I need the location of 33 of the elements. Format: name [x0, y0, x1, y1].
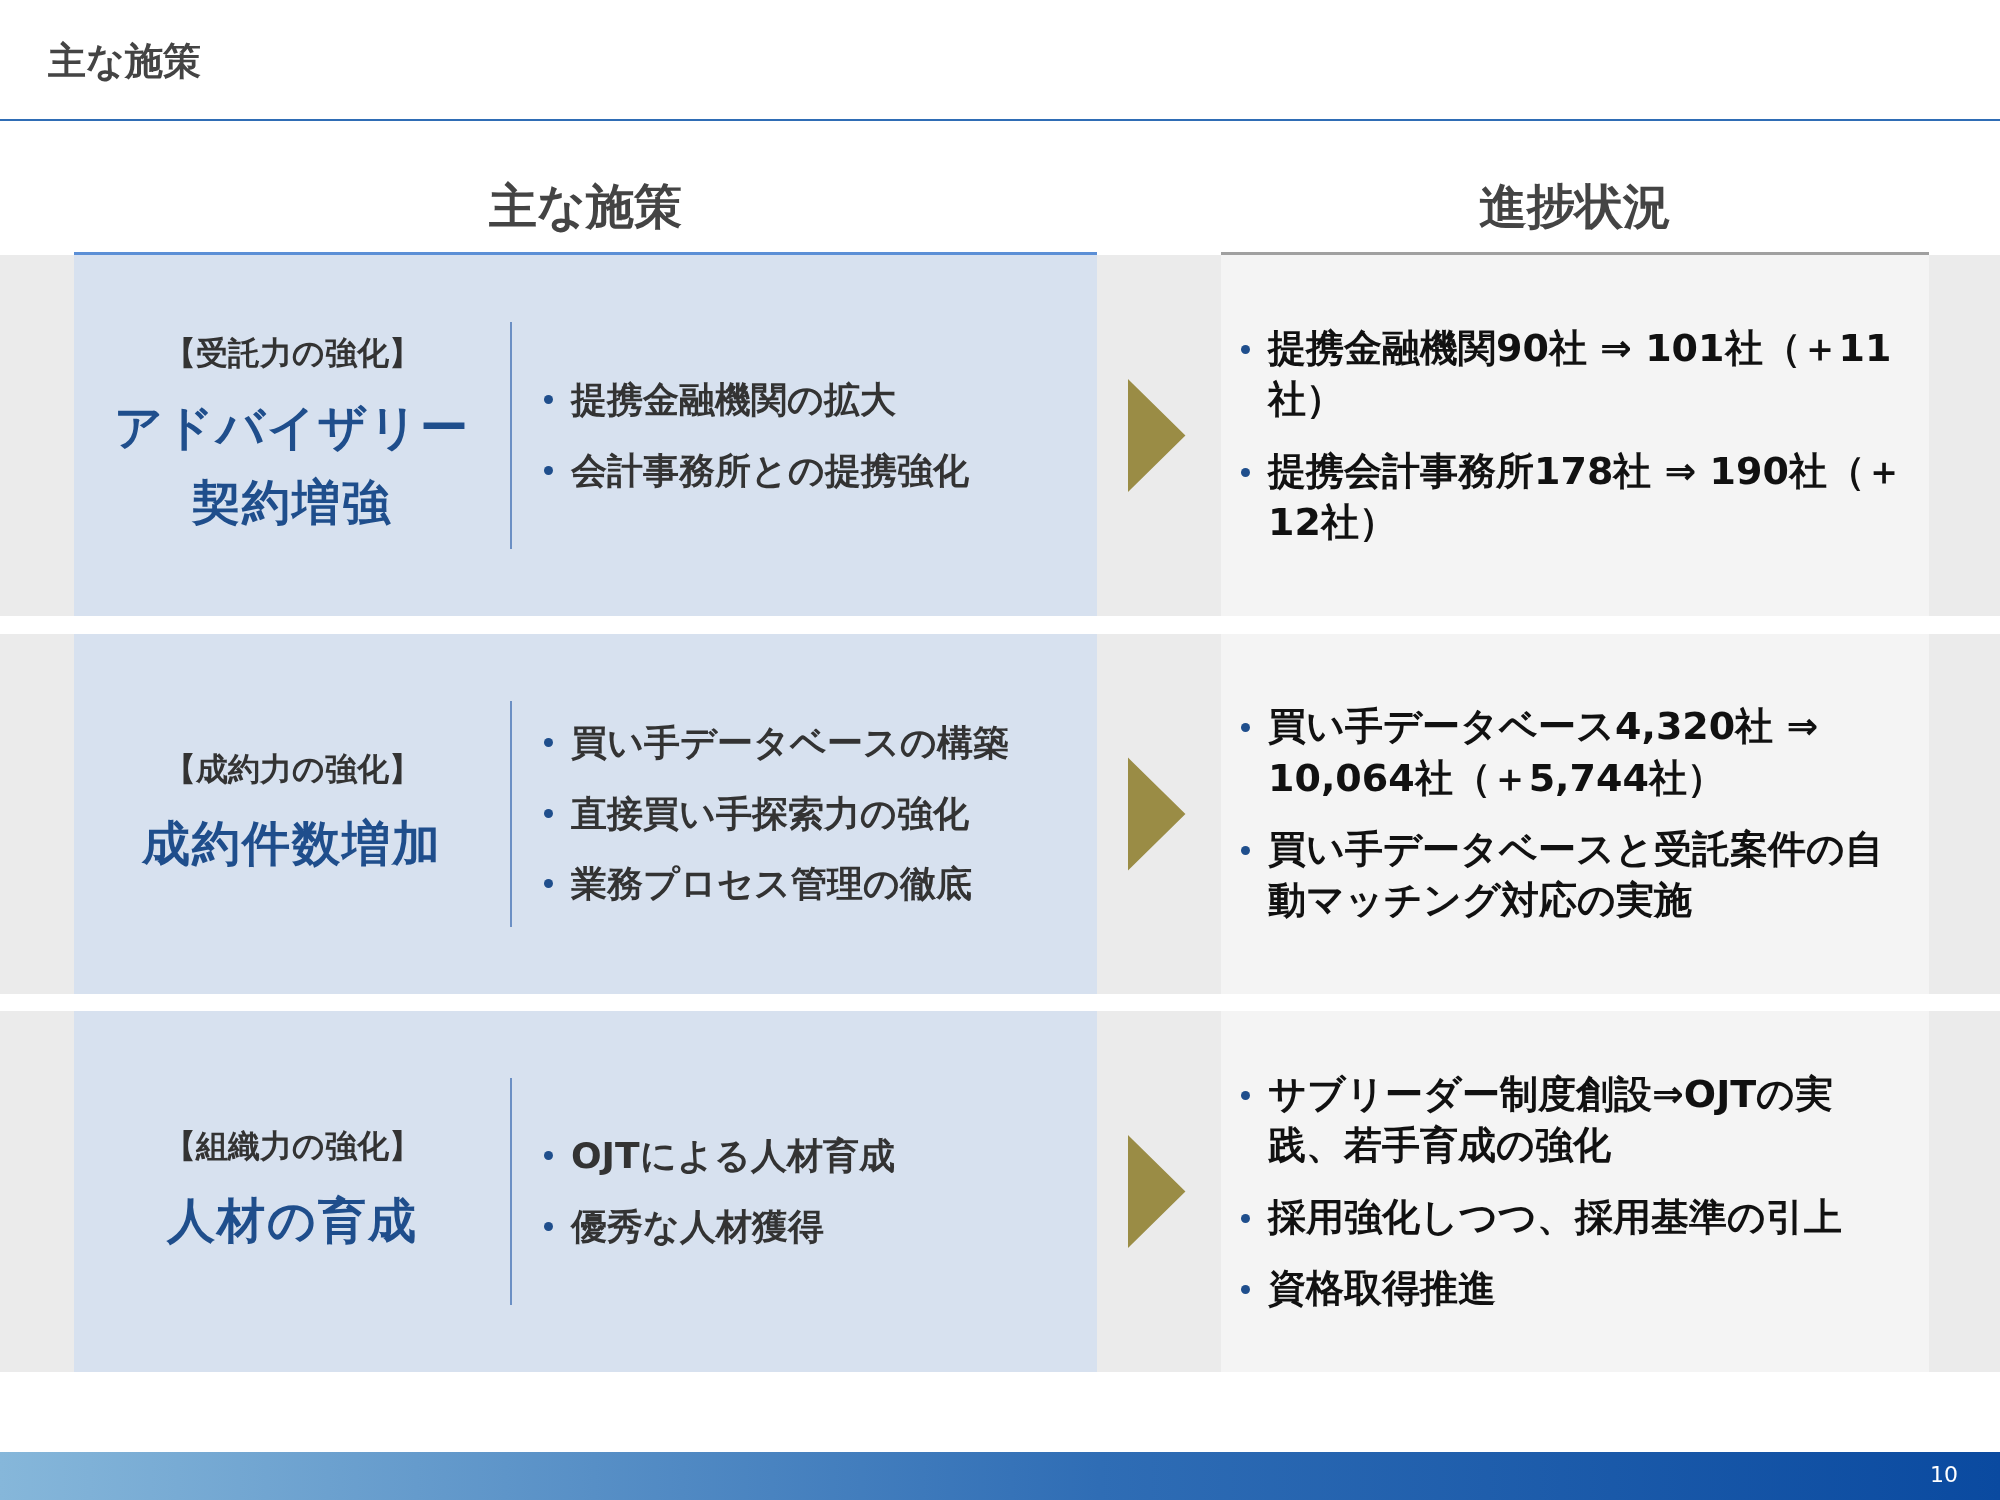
bullet-text: 提携会計事務所178社 ⇒ 190社（＋12社）: [1268, 447, 1904, 546]
category-heading: 【成約力の強化】: [163, 748, 421, 790]
strategy-panel: [74, 1011, 1097, 1372]
page-number: 10: [1930, 1462, 1958, 1487]
bullet-text: 直接買い手探索力の強化: [571, 791, 969, 836]
bullet-text: 業務プロセス管理の徹底: [571, 862, 972, 907]
page-title: 主な施策: [48, 38, 201, 85]
category-heading: 【組織力の強化】: [163, 1126, 421, 1168]
progress-panel: [1221, 1011, 1929, 1372]
bullet-text: 優秀な人材獲得: [571, 1204, 824, 1249]
bullet-text: 買い手データベース4,320社 ⇒ 10,064社（＋5,744社）: [1268, 703, 1820, 802]
strategy-panel: [74, 255, 1097, 616]
chevron-arrow: [1128, 379, 1186, 492]
column-header: 進捗状況: [1478, 177, 1672, 236]
progress-panel: [1221, 634, 1929, 994]
strategy-name: 人材の育成: [165, 1191, 419, 1251]
chevron-arrow: [1128, 757, 1186, 871]
category-heading: 【受託力の強化】: [163, 333, 421, 375]
bullet-text: 買い手データベースと受託案件の自動マッチング対応の実施: [1268, 826, 1884, 925]
bullet-text: 採用強化しつつ、採用基準の引上: [1268, 1193, 1842, 1241]
strategy-name: 成約件数増加: [140, 813, 443, 873]
strategy-name: アドバイザリー契約増強: [113, 398, 471, 532]
chevron-arrow: [1128, 1135, 1186, 1248]
bullet-text: 買い手データベースの構築: [571, 721, 1009, 766]
strategy-panel: [74, 634, 1097, 994]
bullet-text: 提携金融機関の拡大: [571, 378, 896, 423]
bullet-text: サブリーダー制度創設⇒OJTの実践、若手育成の強化: [1268, 1070, 1835, 1170]
bullet-text: 会計事務所との提携強化: [571, 448, 969, 493]
bullet-text: OJTによる人材育成: [571, 1134, 895, 1179]
bullet-text: 資格取得推進: [1268, 1264, 1496, 1312]
column-header: 主な施策: [488, 177, 683, 236]
bullet-text: 提携金融機関90社 ⇒ 101社（＋11社）: [1268, 324, 1893, 424]
progress-panel: [1221, 255, 1929, 616]
